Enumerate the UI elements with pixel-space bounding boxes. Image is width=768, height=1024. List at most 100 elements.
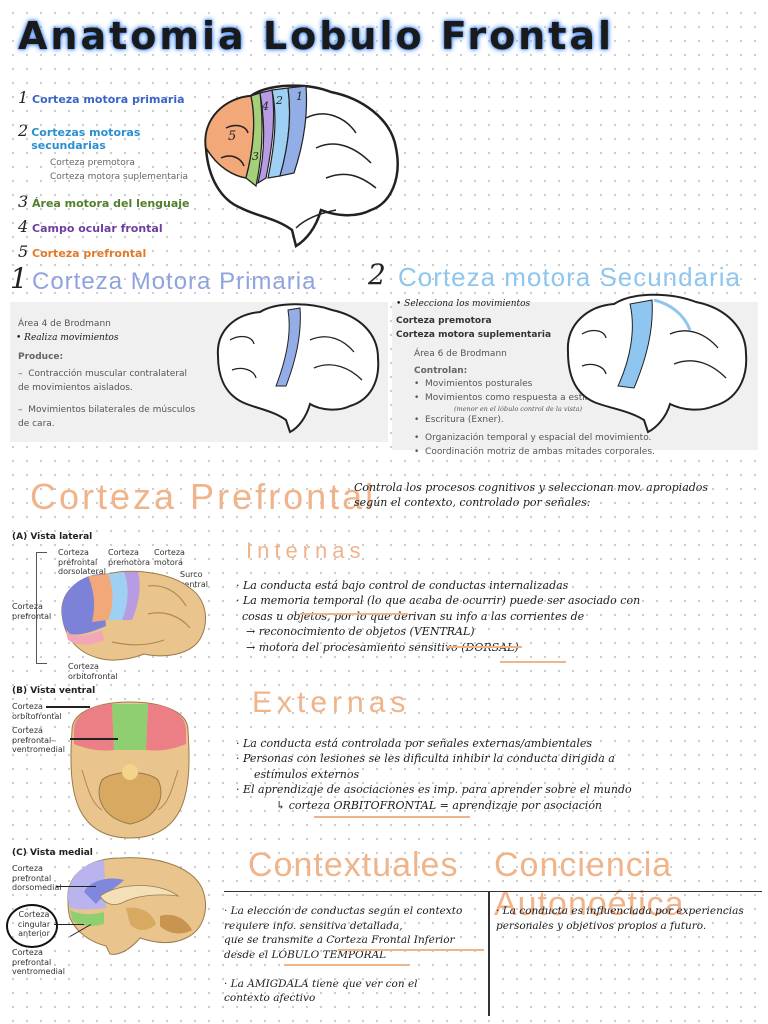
section1-handnote: • Realiza movimientos bbox=[16, 333, 119, 343]
figure-a-label: Corteza premotora bbox=[108, 548, 151, 567]
section2-controlan: Controlan: bbox=[414, 366, 468, 376]
figure-a-label: Surco central bbox=[180, 570, 208, 589]
section2-item-text: Movimientos como respuesta a estímulos s… bbox=[425, 392, 663, 403]
figure-c-circle-annotation bbox=[6, 904, 58, 948]
underline-ventral bbox=[446, 646, 522, 648]
brain-label-2: 2 bbox=[275, 94, 283, 107]
externas-line: · La conducta está controlada por señale… bbox=[236, 737, 593, 750]
figure-c-label: Corteza cingular anterior bbox=[17, 910, 51, 939]
section2-item-5: • Coordinación motriz de ambas mitades c… bbox=[414, 446, 655, 457]
externas-line: estímulos externos bbox=[254, 767, 360, 781]
internas-line: cosas u objetos, por lo que derivan su i… bbox=[242, 609, 585, 623]
brain-label-3: 3 bbox=[252, 150, 259, 163]
prefrontal-desc: Controla los procesos cognitivos y selec… bbox=[354, 481, 709, 510]
brain-label-1: 1 bbox=[296, 90, 303, 103]
section2-item-text: Coordinación motriz de ambas mitades cor… bbox=[425, 446, 655, 457]
internas-title: Internas bbox=[246, 538, 366, 563]
section2-area: Área 6 de Brodmann bbox=[414, 349, 507, 359]
section1-item-text: Movimientos bilaterales de músculos de c… bbox=[18, 404, 196, 429]
autonoetica-line: personales y objetivos propios a futuro. bbox=[496, 919, 707, 932]
internas-body: · La conducta está bajo control de condu… bbox=[236, 578, 736, 655]
index-number: 2 bbox=[18, 121, 29, 140]
figure-a-brain bbox=[61, 570, 207, 661]
index-label: Corteza motora primaria bbox=[32, 93, 185, 106]
underline-memoria bbox=[300, 613, 408, 615]
figure-b-label: Corteza prefrontal-ventromedial bbox=[12, 726, 66, 755]
section2-item-text: Escritura (Exner). bbox=[425, 414, 504, 425]
index-item-5: 5 Corteza prefrontal bbox=[18, 242, 208, 261]
externas-line: ↳ corteza ORBITOFRONTAL = aprendizaje po… bbox=[276, 798, 603, 812]
contextuales-line: requiere info. sensitiva detallada, bbox=[224, 919, 403, 932]
section2-line-2: Corteza motora suplementaria bbox=[396, 330, 552, 340]
underline-dorsal bbox=[500, 661, 566, 663]
figure-a-label: Corteza prefrontal bbox=[12, 602, 52, 621]
section2-item-3: • Escritura (Exner). bbox=[414, 414, 504, 425]
index-number: 1 bbox=[18, 88, 29, 107]
underline-lobulo-temporal bbox=[284, 964, 410, 966]
figure-a-title: (A) Vista lateral bbox=[12, 532, 93, 542]
contextuales-body: · La elección de conductas según el cont… bbox=[224, 904, 486, 1006]
internas-line: · La conducta está bajo control de condu… bbox=[236, 579, 569, 592]
contextuales-line: que se transmite a Corteza Frontal Infer… bbox=[224, 934, 455, 947]
figure-c-pointer bbox=[56, 886, 96, 887]
index-item-2: 2 Cortezas motoras secundarias bbox=[18, 121, 208, 152]
contextuales-line: desde el LÓBULO TEMPORAL bbox=[224, 949, 387, 962]
figure-a-label: Corteza motora bbox=[154, 548, 185, 567]
figure-c-brain bbox=[67, 857, 206, 955]
section1-produce: Produce: bbox=[18, 352, 64, 362]
figure-c-label: Corteza prefrontal ventromedial bbox=[12, 948, 66, 977]
section2-item-text: Organización temporal y espacial del mov… bbox=[425, 432, 652, 443]
section2-title: Corteza motora Secundaria bbox=[398, 262, 741, 292]
figure-b-label: Corteza orbitofrontal bbox=[12, 702, 62, 721]
internas-line: · La memoria temporal (lo que acaba de o… bbox=[236, 594, 641, 608]
index-number: 5 bbox=[18, 242, 29, 261]
index-number: 4 bbox=[18, 217, 29, 236]
section1-item-text: Contracción muscular contralateral de mo… bbox=[18, 369, 188, 393]
figure-b-brain bbox=[70, 701, 190, 839]
section1-number: 1 bbox=[10, 262, 28, 295]
section2-line-1: Corteza premotora bbox=[396, 316, 492, 326]
brain-diagram-secondary bbox=[566, 293, 748, 434]
figure-a-bracket bbox=[36, 552, 47, 664]
index-label: Campo ocular frontal bbox=[32, 222, 163, 235]
externas-title: Externas bbox=[252, 686, 411, 719]
brain-diagram-primary bbox=[216, 303, 380, 434]
index-sublabel: Corteza premotora bbox=[50, 158, 135, 168]
index-list: 1 Corteza motora primaria 2 Cortezas mot… bbox=[18, 88, 208, 267]
page-title: Anatomia Lobulo Frontal bbox=[18, 14, 615, 58]
section2-item-1: • Movimientos posturales bbox=[414, 379, 533, 389]
index-sublabel: Corteza motora suplementaria bbox=[50, 172, 188, 182]
figure-b-pointer bbox=[70, 738, 118, 740]
externas-line: · Personas con lesiones se les dificulta… bbox=[236, 752, 615, 766]
section2-number: 2 bbox=[368, 258, 386, 291]
index-item-1: 1 Corteza motora primaria bbox=[18, 88, 208, 107]
section2-items: • Movimientos posturales • Movimientos c… bbox=[414, 378, 714, 460]
autonoetica-line: · La conducta es influenciada por experi… bbox=[496, 905, 744, 917]
section2-item-text: Movimientos posturales bbox=[425, 379, 533, 389]
brain-label-5: 5 bbox=[228, 129, 236, 144]
heading-divider bbox=[224, 891, 762, 892]
index-item-3: 3 Área motora del lenguaje bbox=[18, 192, 208, 211]
figure-c-pointer bbox=[54, 924, 84, 925]
contextuales-line: · La AMIGDALA tiene que ver con el bbox=[224, 977, 418, 990]
section1-item-1: – Contracción muscular contralateral de … bbox=[18, 369, 188, 393]
index-label: Área motora del lenguaje bbox=[32, 197, 190, 210]
autonoetica-body: · La conducta es influenciada por experi… bbox=[496, 904, 762, 933]
section1-area: Área 4 de Brodmann bbox=[18, 319, 111, 329]
section2-item-4: • Organización temporal y espacial del m… bbox=[414, 432, 652, 443]
index-label: Corteza prefrontal bbox=[32, 247, 147, 260]
figure-b-pointer bbox=[46, 706, 90, 708]
section1-item-2: – Movimientos bilaterales de músculos de… bbox=[18, 404, 196, 429]
index-number: 3 bbox=[18, 192, 29, 211]
figure-c-title: (C) Vista medial bbox=[12, 848, 93, 858]
underline-orbitofrontal bbox=[314, 816, 470, 818]
figure-b-title: (B) Vista ventral bbox=[12, 686, 96, 696]
contextuales-line: contexto afectivo bbox=[224, 992, 316, 1005]
brain-diagram-lateral: 5 3 4 2 1 bbox=[204, 84, 399, 248]
figure-a-label: Corteza orbitofrontal bbox=[68, 662, 118, 681]
brain-label-4: 4 bbox=[261, 100, 269, 113]
figure-a-label: Corteza prefrontal dorsolateral bbox=[58, 548, 106, 577]
figure-c-label: Corteza prefrontal dorsomedial bbox=[12, 864, 62, 893]
prefrontal-title: Corteza Prefrontal bbox=[30, 476, 377, 517]
externas-line: · El aprendizaje de asociaciones es imp.… bbox=[236, 783, 632, 797]
